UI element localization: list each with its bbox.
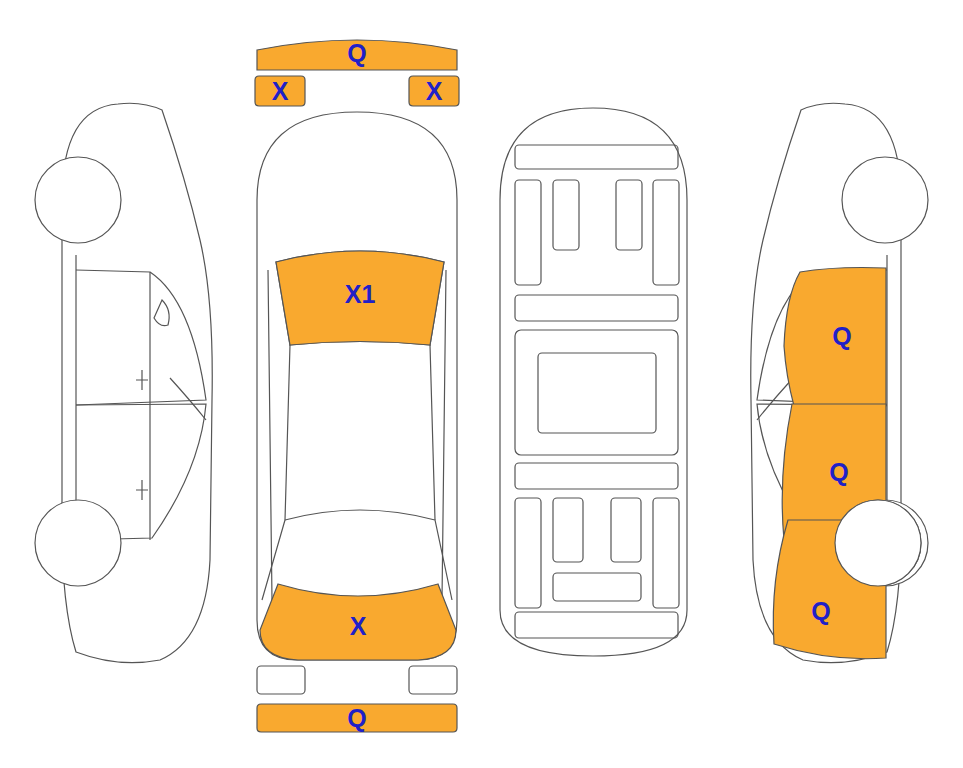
underside-view xyxy=(500,108,687,656)
top-view xyxy=(257,112,457,694)
rear-window-panel: X xyxy=(258,584,458,660)
damage-code: X xyxy=(426,79,443,104)
headlight-panel: X xyxy=(409,76,459,106)
door-panel: Q xyxy=(776,266,888,406)
damage-code: X1 xyxy=(345,282,376,307)
panel-shape xyxy=(776,266,888,406)
fender-panel: Q xyxy=(770,520,888,662)
damage-code: Q xyxy=(832,324,851,349)
damage-code: X xyxy=(272,79,289,104)
bumper-panel: Q xyxy=(257,704,457,732)
windshield-panel: X1 xyxy=(276,242,444,346)
bumper-panel: Q xyxy=(257,36,457,70)
headlight-panel: X xyxy=(255,76,305,106)
damage-code: Q xyxy=(347,41,366,66)
left-side-view xyxy=(35,103,212,662)
damage-code: X xyxy=(350,614,367,639)
panel-shape xyxy=(770,520,888,662)
right-side-view xyxy=(751,103,928,662)
damage-code: Q xyxy=(829,460,848,485)
damage-code: Q xyxy=(811,599,830,624)
damage-code: Q xyxy=(347,706,366,731)
